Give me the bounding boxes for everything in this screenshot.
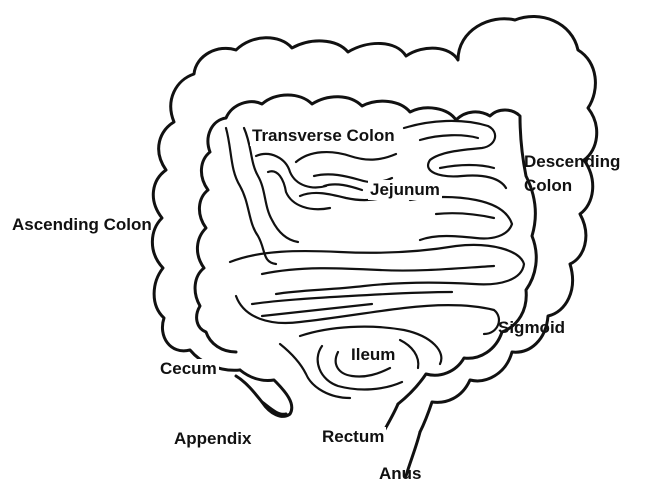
label-jejunum: Jejunum (368, 180, 442, 200)
label-rectum: Rectum (320, 427, 386, 447)
large-intestine-outer-contour (152, 17, 596, 432)
label-ascending-colon: Ascending Colon (10, 215, 154, 235)
label-appendix: Appendix (172, 429, 253, 449)
cecum-pouch (236, 370, 292, 416)
label-descending-colon-line2: Colon (522, 176, 574, 196)
label-cecum: Cecum (158, 359, 219, 379)
label-anus: Anus (377, 464, 424, 484)
label-ileum: Ileum (349, 345, 397, 365)
label-transverse-colon: Transverse Colon (250, 126, 397, 146)
label-sigmoid: Sigmoid (496, 318, 567, 338)
label-descending-colon-line1: Descending (522, 152, 622, 172)
